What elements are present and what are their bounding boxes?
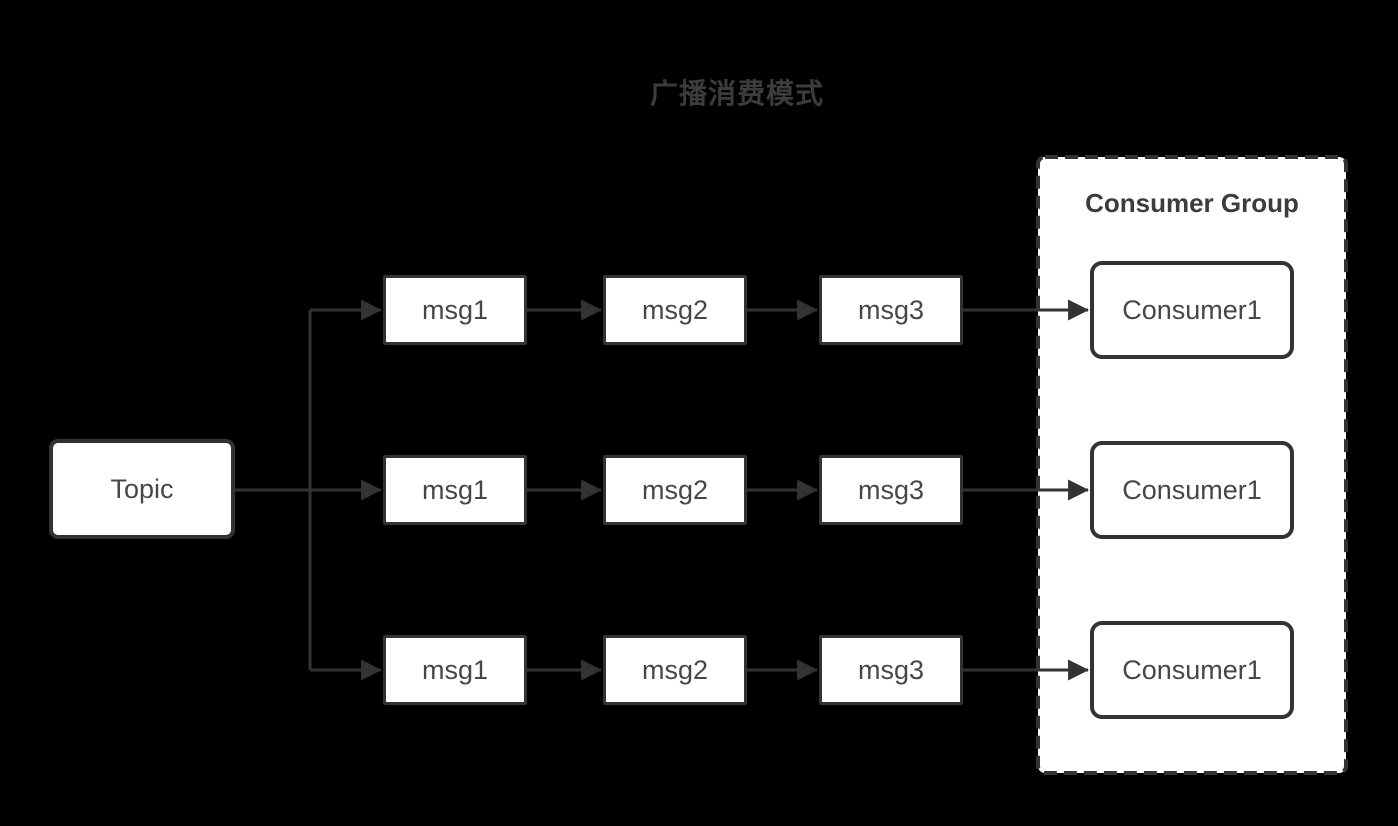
msg-node: msg3: [819, 455, 963, 525]
topic-node: Topic: [49, 439, 235, 539]
consumer-node: Consumer1: [1090, 621, 1294, 719]
consumer-node: Consumer1: [1090, 261, 1294, 359]
msg-node: msg3: [819, 275, 963, 345]
msg-node: msg1: [383, 455, 527, 525]
msg-node: msg2: [603, 635, 747, 705]
diagram-title: 广播消费模式: [649, 78, 824, 109]
msg-node: msg1: [383, 275, 527, 345]
msg-node: msg1: [383, 635, 527, 705]
consumer-node: Consumer1: [1090, 441, 1294, 539]
consumer-group-label: Consumer Group: [1085, 188, 1299, 218]
msg-node: msg2: [603, 455, 747, 525]
msg-node: msg2: [603, 275, 747, 345]
msg-node: msg3: [819, 635, 963, 705]
